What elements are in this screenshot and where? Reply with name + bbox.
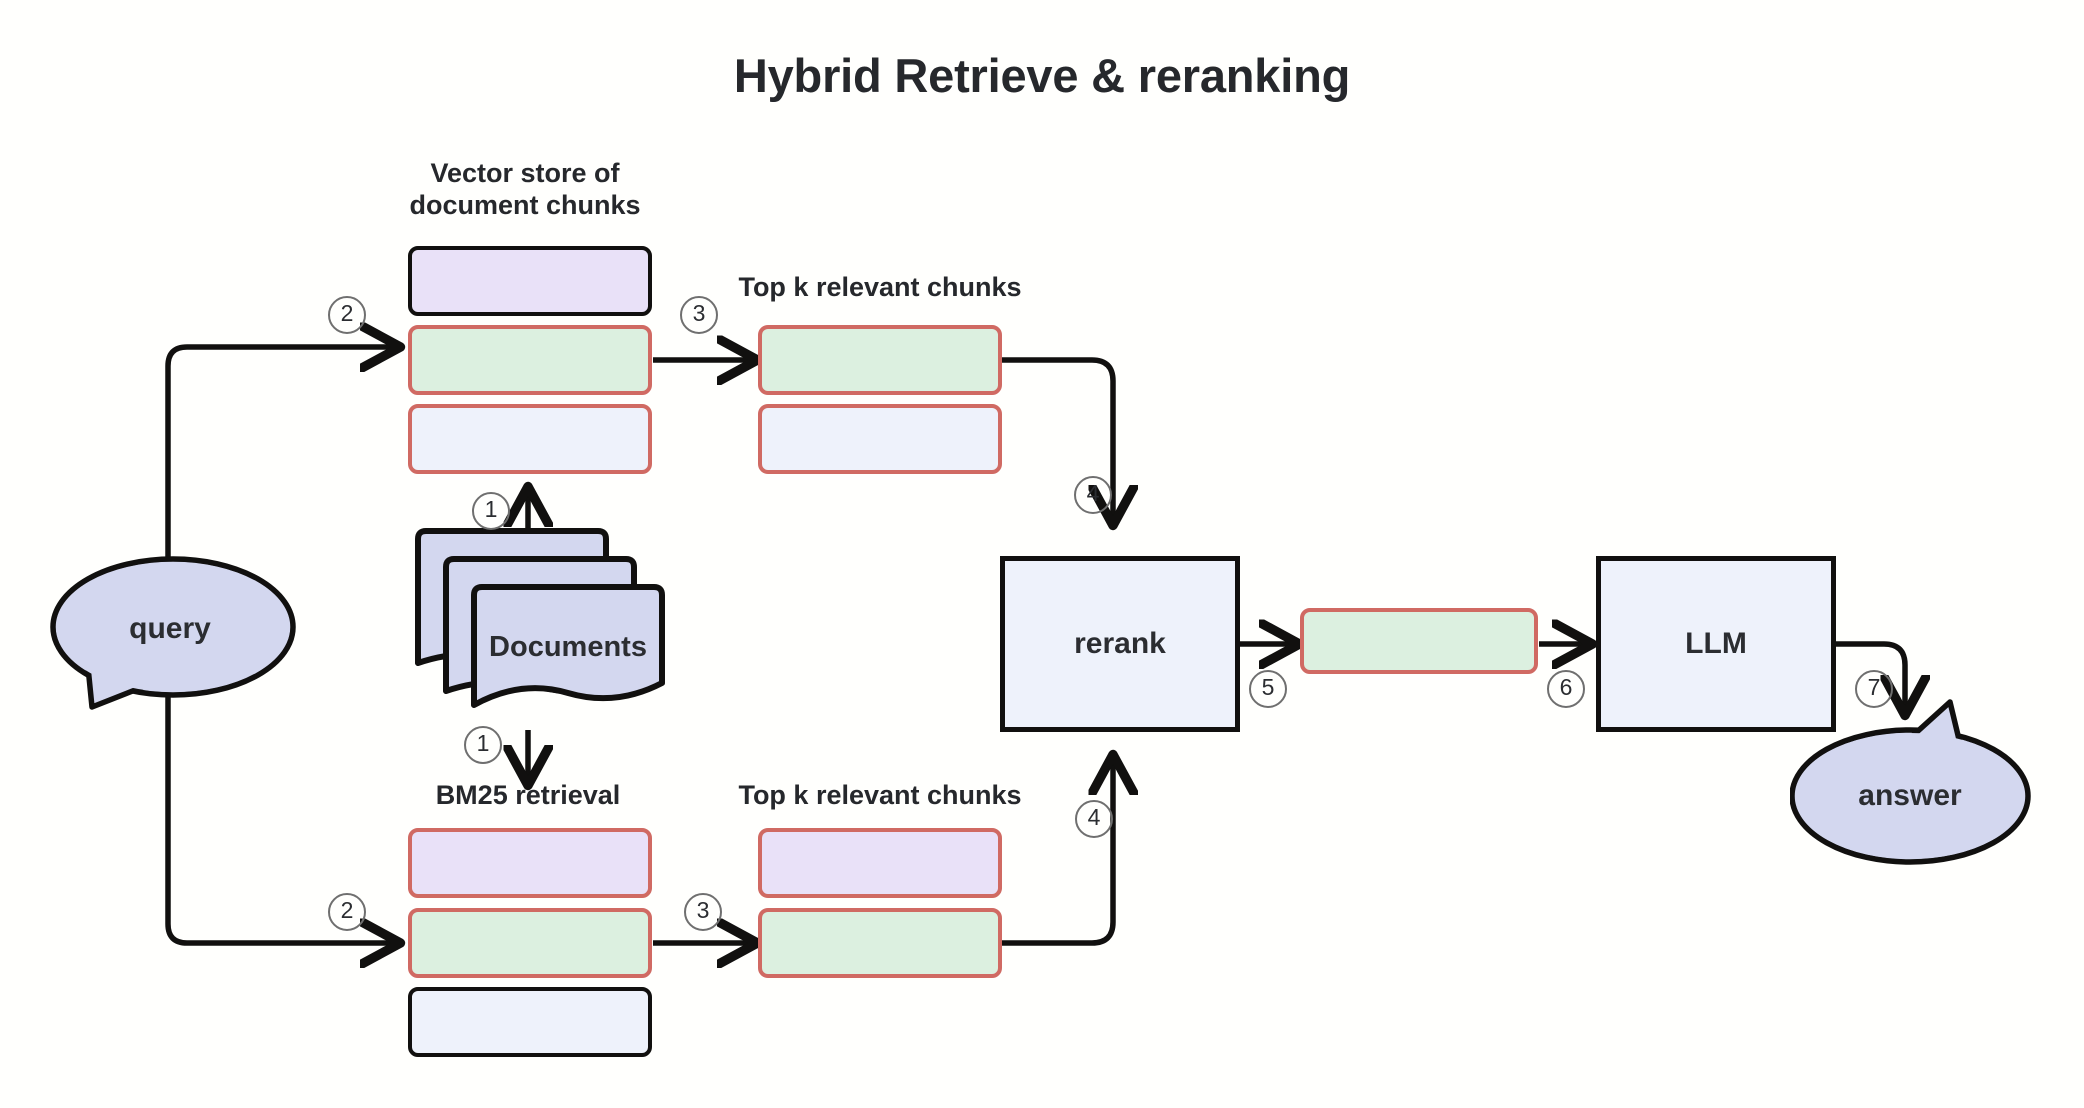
topk-top-label: Top k relevant chunks <box>738 272 1022 302</box>
bm25-chunk-3[interactable] <box>408 987 652 1057</box>
step-badge-2-bottom: 2 <box>328 893 366 931</box>
step-badge-3-bottom: 3 <box>684 893 722 931</box>
vector-store-label: Vector store of document chunks <box>409 158 641 220</box>
topk-bottom-chunk-2[interactable] <box>758 908 1002 978</box>
step-badge-6: 6 <box>1547 670 1585 708</box>
vector-store-chunk-2[interactable] <box>408 325 652 395</box>
documents-stack[interactable] <box>410 525 680 715</box>
vector-store-chunk-3[interactable] <box>408 404 652 474</box>
bm25-chunk-2[interactable] <box>408 908 652 978</box>
topk-bottom-chunk-1[interactable] <box>758 828 1002 898</box>
step-badge-7: 7 <box>1855 670 1893 708</box>
topk-bottom-label: Top k relevant chunks <box>738 780 1022 810</box>
step-badge-1-up: 1 <box>472 492 510 530</box>
rerank-label: rerank <box>1074 627 1166 660</box>
llm-label: LLM <box>1685 627 1747 660</box>
step-badge-5: 5 <box>1249 670 1287 708</box>
answer-bubble[interactable] <box>1790 696 2040 866</box>
page-title: Hybrid Retrieve & reranking <box>733 49 1351 102</box>
bm25-label: BM25 retrieval <box>435 780 621 810</box>
step-badge-2-top: 2 <box>328 296 366 334</box>
vector-store-chunk-1[interactable] <box>408 246 652 316</box>
llm-box[interactable]: LLM <box>1596 556 1836 732</box>
topk-top-chunk-1[interactable] <box>758 325 1002 395</box>
topk-top-chunk-2[interactable] <box>758 404 1002 474</box>
bm25-chunk-1[interactable] <box>408 828 652 898</box>
step-badge-1-down: 1 <box>464 726 502 764</box>
step-badge-3-top: 3 <box>680 296 718 334</box>
query-bubble[interactable] <box>40 555 300 715</box>
reranked-chunk[interactable] <box>1300 608 1538 674</box>
step-badge-4-bottom: 4 <box>1075 800 1113 838</box>
step-badge-4-top: 4 <box>1074 476 1112 514</box>
rerank-box[interactable]: rerank <box>1000 556 1240 732</box>
